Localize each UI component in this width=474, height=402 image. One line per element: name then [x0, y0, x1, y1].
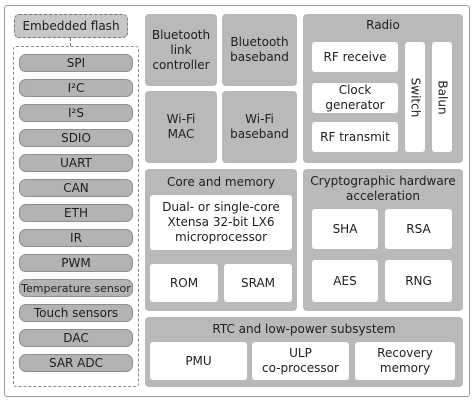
bluetooth-link-controller-label: Bluetooth link controller: [151, 27, 211, 72]
crypto-title: Cryptographic hardware acceleration: [310, 174, 456, 203]
aes-label: AES: [333, 273, 357, 288]
peripheral-temperature-sensor: Temperature sensor: [19, 279, 133, 297]
peripheral-ir: IR: [19, 229, 133, 247]
peripheral-label: UART: [60, 156, 92, 170]
rng-label: RNG: [405, 273, 432, 288]
peripheral-label: I²S: [68, 106, 84, 120]
wifi-baseband-block: Wi-Fi baseband: [222, 91, 297, 163]
sha-box: SHA: [312, 209, 378, 249]
peripheral-spi: SPI: [19, 54, 133, 72]
bluetooth-link-controller-block: Bluetooth link controller: [145, 14, 217, 86]
wifi-mac-label: Wi-Fi MAC: [166, 112, 196, 141]
processor-label: Dual- or single-core Xtensa 32-bit LX6 m…: [162, 200, 280, 244]
flash-connector: [70, 38, 71, 46]
rf-transmit-label: RF transmit: [320, 129, 390, 144]
peripheral-sdio: SDIO: [19, 129, 133, 147]
wifi-mac-block: Wi-Fi MAC: [145, 91, 217, 163]
peripheral-label: SPI: [66, 56, 86, 70]
ulp-coprocessor-box: ULP co-processor: [252, 342, 349, 380]
peripheral-label: CAN: [63, 181, 89, 195]
embedded-flash-label: Embedded flash: [22, 19, 120, 33]
pmu-box: PMU: [150, 342, 247, 380]
clock-generator-box: Clock generator: [312, 83, 398, 113]
rom-label: ROM: [169, 275, 199, 290]
sha-label: SHA: [332, 221, 358, 236]
rf-receive-label: RF receive: [323, 49, 387, 64]
peripheral-touch-sensors: Touch sensors: [19, 304, 133, 322]
switch-label: Switch: [408, 77, 423, 117]
sram-box: SRAM: [224, 264, 292, 302]
peripheral-can: CAN: [19, 179, 133, 197]
peripheral-sar-adc: SAR ADC: [19, 354, 133, 372]
aes-box: AES: [312, 260, 378, 302]
peripheral-label: IR: [70, 231, 82, 245]
peripheral-eth: ETH: [19, 204, 133, 222]
peripheral-uart: UART: [19, 154, 133, 172]
peripheral-pwm: PWM: [19, 254, 133, 272]
pmu-label: PMU: [185, 353, 212, 368]
peripheral-label: ETH: [64, 206, 88, 220]
core-memory-title: Core and memory: [166, 174, 276, 189]
rsa-label: RSA: [406, 221, 431, 236]
bluetooth-baseband-block: Bluetooth baseband: [222, 14, 297, 86]
balun-label: Balun: [435, 79, 450, 115]
peripheral-label: PWM: [61, 256, 91, 270]
rtc-title: RTC and low-power subsystem: [212, 321, 396, 336]
peripheral-label: SDIO: [61, 131, 91, 145]
sram-label: SRAM: [240, 275, 276, 290]
peripheral-label: Touch sensors: [33, 306, 119, 320]
rf-receive-box: RF receive: [312, 42, 398, 72]
wifi-baseband-label: Wi-Fi baseband: [230, 112, 289, 141]
bluetooth-baseband-label: Bluetooth baseband: [230, 35, 289, 64]
embedded-flash-block: Embedded flash: [14, 14, 128, 38]
peripheral-dac: DAC: [19, 329, 133, 347]
rsa-box: RSA: [385, 209, 452, 249]
peripheral-label: Temperature sensor: [21, 281, 131, 295]
processor-box: Dual- or single-core Xtensa 32-bit LX6 m…: [150, 195, 292, 250]
recovery-memory-box: Recovery memory: [355, 342, 455, 380]
peripheral-label: SAR ADC: [48, 356, 104, 370]
recovery-memory-label: Recovery memory: [377, 346, 433, 375]
peripheral-i2c: I²C: [19, 79, 133, 97]
balun-box: Balun: [432, 42, 452, 152]
peripheral-i2s: I²S: [19, 104, 133, 122]
clock-generator-label: Clock generator: [325, 83, 385, 112]
radio-title: Radio: [366, 17, 400, 32]
switch-box: Switch: [405, 42, 425, 152]
peripheral-label: DAC: [63, 331, 89, 345]
peripheral-label: I²C: [67, 81, 85, 95]
rng-box: RNG: [385, 260, 452, 302]
ulp-coprocessor-label: ULP co-processor: [262, 346, 339, 375]
rf-transmit-box: RF transmit: [312, 122, 398, 152]
rom-box: ROM: [150, 264, 218, 302]
